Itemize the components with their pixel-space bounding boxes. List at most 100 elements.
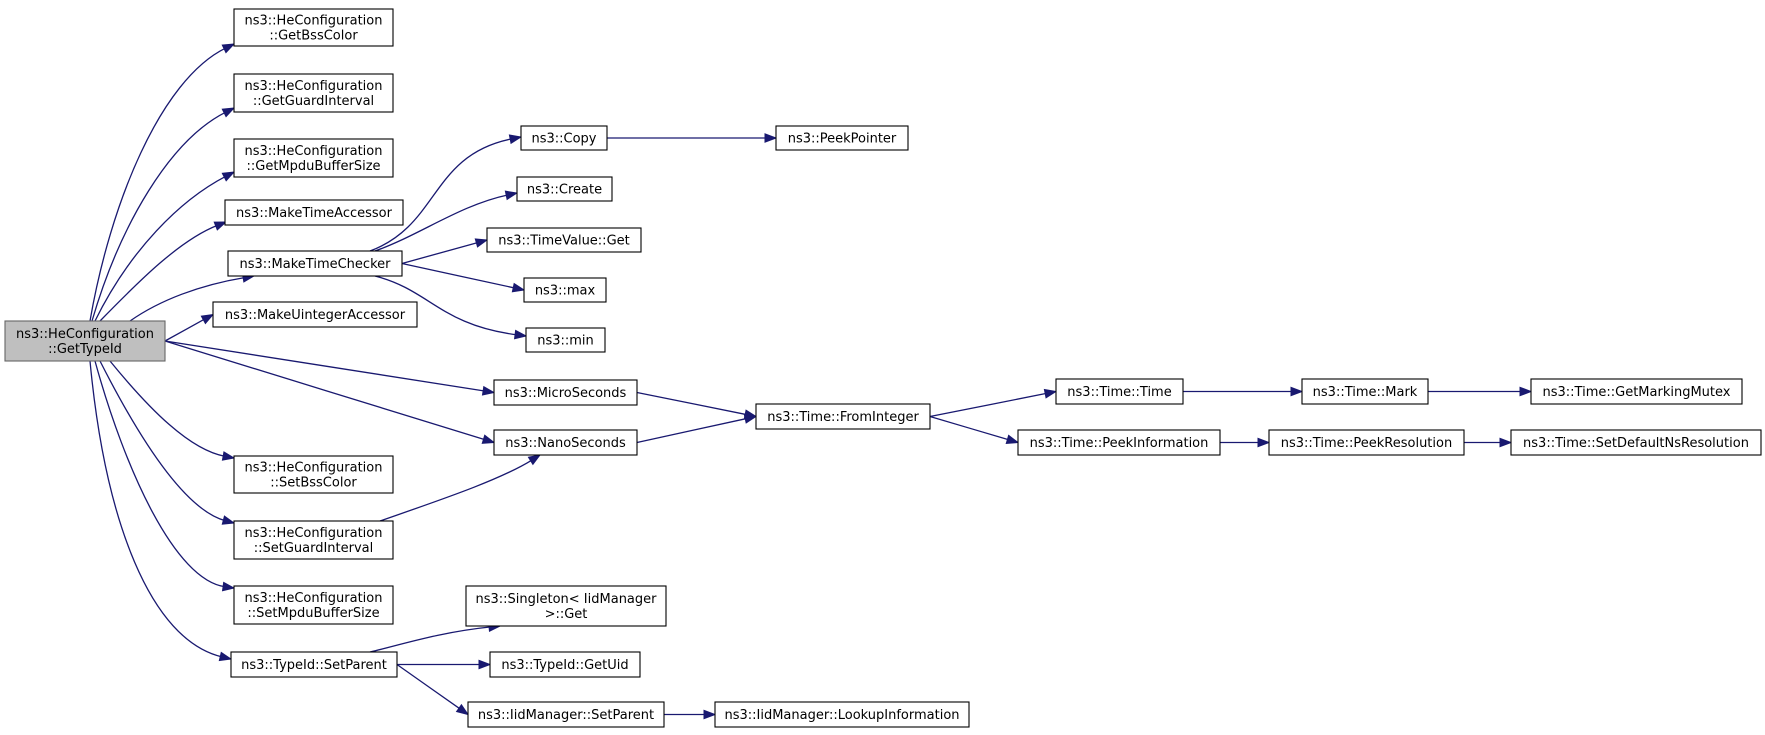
edge-line [94, 175, 227, 322]
arrowhead-icon [474, 238, 489, 248]
node-label: ::SetMpduBufferSize [247, 606, 379, 621]
node-iidSetParent[interactable]: ns3::IidManager::SetParent [467, 701, 665, 728]
node-singletonGet[interactable]: ns3::Singleton< IidManager>::Get [465, 585, 667, 627]
node-label: ns3::Time::SetDefaultNsResolution [1523, 436, 1749, 451]
node-setGuardInterval[interactable]: ns3::HeConfiguration::SetGuardInterval [233, 520, 394, 560]
arrowhead-icon [478, 659, 492, 670]
arrowhead-icon [200, 313, 215, 325]
node-box [1268, 429, 1465, 456]
edge-line [99, 224, 218, 322]
node-label: ns3::MicroSeconds [505, 386, 627, 401]
node-create[interactable]: ns3::Create [516, 176, 613, 202]
node-box [230, 651, 398, 678]
node-iidLookupInformation[interactable]: ns3::IidManager::LookupInformation [714, 701, 970, 728]
edge-root-to-typeIdSetParent [89, 360, 233, 662]
edge-line [401, 241, 480, 265]
node-box [212, 301, 418, 328]
node-label: ns3::Time::FromInteger [767, 410, 919, 425]
node-timeMark[interactable]: ns3::Time::Mark [1301, 378, 1429, 405]
node-getBssColor[interactable]: ns3::HeConfiguration::GetBssColor [233, 8, 394, 47]
node-getMpduBufferSize[interactable]: ns3::HeConfiguration::GetMpduBufferSize [233, 138, 394, 178]
node-box [233, 455, 394, 494]
node-box [1510, 429, 1762, 456]
arrowhead-icon [764, 133, 778, 143]
node-setMpduBufferSize[interactable]: ns3::HeConfiguration::SetMpduBufferSize [233, 585, 394, 625]
node-timeTime[interactable]: ns3::Time::Time [1055, 378, 1184, 405]
node-box [714, 701, 970, 728]
edge-root-to-getGuardInterval [91, 107, 236, 322]
node-box [224, 199, 404, 226]
edge-line [369, 626, 492, 653]
node-peekInformation[interactable]: ns3::Time::PeekInformation [1017, 429, 1221, 456]
edge-typeIdSetParent-to-typeIdGetUid [397, 659, 492, 670]
node-label: ns3::Time::Time [1067, 385, 1171, 400]
node-box [465, 585, 667, 627]
node-setDefaultNsResolution[interactable]: ns3::Time::SetDefaultNsResolution [1510, 429, 1762, 456]
arrowhead-icon [1290, 386, 1304, 397]
node-typeIdSetParent[interactable]: ns3::TypeId::SetParent [230, 651, 398, 678]
node-min[interactable]: ns3::min [525, 327, 606, 353]
edge-line [129, 276, 246, 322]
node-box [755, 403, 931, 430]
node-makeTimeAccessor[interactable]: ns3::MakeTimeAccessor [224, 199, 404, 226]
node-label: ns3::Time::PeekInformation [1030, 436, 1209, 451]
edge-root-to-setMpduBufferSize [94, 360, 236, 592]
node-microSeconds[interactable]: ns3::MicroSeconds [493, 379, 638, 406]
node-label: ns3::TypeId::GetUid [501, 658, 628, 673]
edge-line [636, 417, 748, 444]
node-getMarkingMutex[interactable]: ns3::Time::GetMarkingMutex [1530, 378, 1743, 405]
node-label: ns3::MakeTimeAccessor [236, 206, 393, 221]
node-box [486, 227, 642, 253]
edge-line [401, 262, 516, 289]
node-box [233, 138, 394, 178]
arrowhead-icon [743, 414, 758, 424]
node-makeUintegerAccessor[interactable]: ns3::MakeUintegerAccessor [212, 301, 418, 328]
node-box [1055, 378, 1184, 405]
node-peekPointer[interactable]: ns3::PeekPointer [775, 125, 909, 151]
edge-root-to-getBssColor [89, 43, 236, 322]
node-box [516, 176, 613, 202]
edge-line [369, 138, 513, 252]
arrowhead-icon [221, 43, 236, 54]
node-label: ns3::NanoSeconds [505, 436, 626, 451]
edge-line [99, 360, 226, 522]
node-typeIdGetUid[interactable]: ns3::TypeId::GetUid [489, 651, 641, 678]
node-box [4, 320, 166, 362]
arrowhead-icon [508, 134, 523, 145]
node-label: ::SetBssColor [270, 476, 357, 491]
edge-typeIdSetParent-to-singletonGet [369, 622, 502, 653]
node-label: ::SetGuardInterval [254, 541, 374, 556]
arrowhead-icon [703, 709, 717, 720]
edge-line [929, 392, 1048, 418]
node-box [233, 585, 394, 625]
edge-root-to-setGuardInterval [99, 360, 236, 525]
node-box [525, 327, 606, 353]
arrowhead-icon [455, 703, 470, 716]
node-root[interactable]: ns3::HeConfiguration::GetTypeId [4, 320, 166, 362]
edge-root-to-makeUintegerAccessor [164, 313, 215, 342]
node-label: ns3::IidManager::SetParent [478, 708, 654, 723]
node-getGuardInterval[interactable]: ns3::HeConfiguration::GetGuardInterval [233, 73, 394, 113]
node-fromInteger[interactable]: ns3::Time::FromInteger [755, 403, 931, 430]
node-peekResolution[interactable]: ns3::Time::PeekResolution [1268, 429, 1465, 456]
edge-line [164, 340, 486, 392]
node-copy[interactable]: ns3::Copy [520, 125, 608, 151]
edge-root-to-microSeconds [164, 340, 496, 396]
node-setBssColor[interactable]: ns3::HeConfiguration::SetBssColor [233, 455, 394, 494]
node-max[interactable]: ns3::max [523, 277, 607, 303]
node-label: ns3::MakeTimeChecker [240, 257, 392, 272]
node-label: ns3::Time::Mark [1313, 385, 1418, 400]
edge-line [164, 317, 207, 342]
arrowhead-icon [218, 651, 233, 662]
edge-line [396, 663, 462, 710]
edge-fromInteger-to-timeTime [929, 388, 1058, 418]
node-makeTimeChecker[interactable]: ns3::MakeTimeChecker [227, 250, 403, 277]
edge-line [374, 275, 518, 336]
node-label: ns3::max [535, 284, 596, 299]
node-label: ns3::min [537, 334, 594, 349]
node-timeValueGet[interactable]: ns3::TimeValue::Get [486, 227, 642, 253]
edge-setGuardInterval-to-nanoSeconds [379, 454, 542, 522]
node-nanoSeconds[interactable]: ns3::NanoSeconds [493, 429, 638, 456]
arrowhead-icon [511, 282, 526, 293]
edge-makeTimeChecker-to-min [374, 275, 528, 340]
